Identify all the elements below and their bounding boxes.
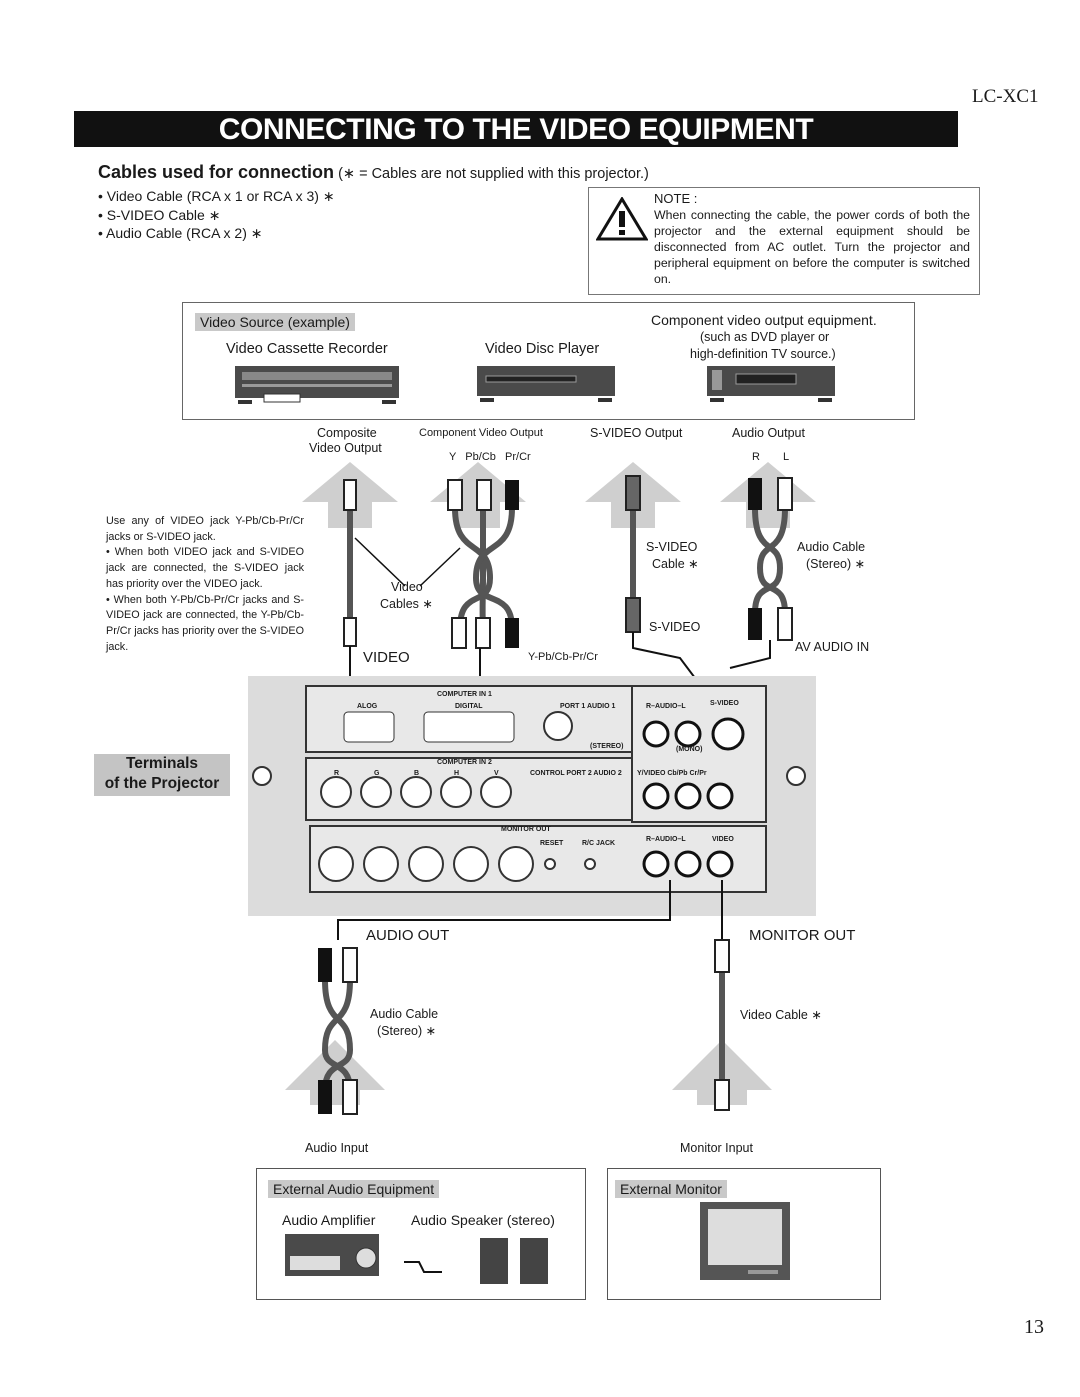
page-title: CONNECTING TO THE VIDEO EQUIPMENT xyxy=(74,111,958,147)
vcr-image xyxy=(235,366,399,404)
composite-output-label-1: Composite xyxy=(317,426,377,440)
page-number: 13 xyxy=(1024,1316,1044,1338)
component-note-1: (such as DVD player or xyxy=(700,330,830,344)
audio-rl-label: R–AUDIO–L xyxy=(646,703,686,710)
digital-label: DIGITAL xyxy=(455,703,483,710)
svideo-cable-label-2: Cable ∗ xyxy=(652,557,699,571)
warning-icon xyxy=(596,197,648,241)
audio-r-label: R xyxy=(752,451,760,463)
video-cables-label-1: Video xyxy=(391,580,423,594)
note-text: When connecting the cable, the power cor… xyxy=(654,208,970,286)
video-cable-bottom-label: Video Cable ∗ xyxy=(740,1008,822,1022)
audio-l-label: L xyxy=(783,451,790,463)
upper-cables xyxy=(343,475,793,698)
external-monitor-heading: External Monitor xyxy=(615,1180,727,1198)
side-note-bullet: • When both Y-Pb/Cb-Pr/Cr jacks and S-VI… xyxy=(106,593,304,653)
svideo-jack-label: S-VIDEO xyxy=(710,700,739,707)
cable-item: • Audio Cable (RCA x 2) ∗ xyxy=(98,225,263,241)
lower-cables xyxy=(285,880,772,1115)
audio-input-label: Audio Input xyxy=(305,1141,369,1155)
model-number: LC-XC1 xyxy=(972,86,1039,107)
stereo-label: (STEREO) xyxy=(590,743,624,750)
audio-cable-bottom-label-2: (Stereo) ∗ xyxy=(377,1024,437,1038)
svideo-cable-label-1: S-VIDEO xyxy=(646,540,698,554)
cable-item: • Video Cable (RCA x 1 or RCA x 3) ∗ xyxy=(98,188,335,204)
video-cables-label-2: Cables ∗ xyxy=(380,597,433,611)
audio-out-label: AUDIO OUT xyxy=(366,927,450,944)
audio-cable-label-1: Audio Cable xyxy=(797,540,866,554)
ypbpr-label: Y-Pb/Cb-Pr/Cr xyxy=(528,651,598,663)
side-note-bullet: • When both VIDEO jack and S-VIDEO jack … xyxy=(106,546,304,590)
note-title: NOTE : xyxy=(654,191,698,206)
rgbhv-v: V xyxy=(494,770,499,777)
cable-item: • S-VIDEO Cable ∗ xyxy=(98,206,221,223)
audio-output-label: Audio Output xyxy=(732,426,805,440)
component-equipment-image xyxy=(707,366,835,402)
computer-in-2-label: COMPUTER IN 2 xyxy=(437,759,492,766)
side-note-intro: Use any of VIDEO jack Y-Pb/Cb-Pr/Cr jack… xyxy=(106,515,304,543)
rc-jack-label: R/C JACK xyxy=(582,840,616,847)
control-port-2-label: CONTROL PORT 2 AUDIO 2 xyxy=(530,770,622,777)
monitor-input-label: Monitor Input xyxy=(680,1141,753,1155)
audio-cable-bottom-label-1: Audio Cable xyxy=(370,1007,439,1021)
disc-player-image xyxy=(477,366,615,402)
vcr-label: Video Cassette Recorder xyxy=(226,341,388,357)
external-monitor-box xyxy=(607,1168,881,1300)
component-jacks-label: Y Pb/Cb Pr/Cr xyxy=(449,451,531,463)
cables-heading: Cables used for connection (∗ = Cables a… xyxy=(98,162,649,183)
component-output-label: Component Video Output xyxy=(419,427,543,439)
rgbhv-b: B xyxy=(414,770,420,777)
yvideo-label: Y/VIDEO Cb/Pb Cr/Pr xyxy=(637,770,707,777)
audio-equipment-image xyxy=(285,1234,548,1284)
note-box xyxy=(588,187,980,295)
composite-output-label-2: Video Output xyxy=(309,441,382,455)
video-label: VIDEO xyxy=(363,649,410,666)
port1-label: PORT 1 AUDIO 1 xyxy=(560,703,616,710)
monitor-image xyxy=(700,1202,790,1280)
video-out-jack-label: VIDEO xyxy=(712,836,734,843)
side-note: Use any of VIDEO jack Y-Pb/Cb-Pr/Cr jack… xyxy=(106,514,304,655)
external-audio-heading: External Audio Equipment xyxy=(268,1180,440,1198)
computer-in-1-label: COMPUTER IN 1 xyxy=(437,691,492,698)
audio-cable-label-2: (Stereo) ∗ xyxy=(806,557,866,571)
terminals-label-1: Terminals xyxy=(125,755,199,772)
terminals-label: Terminals of the Projector xyxy=(94,754,230,796)
rgbhv-h: H xyxy=(454,770,460,777)
rgbhv-r: R xyxy=(334,770,340,777)
audio-rl-2-label: R–AUDIO–L xyxy=(646,836,686,843)
video-source-box xyxy=(182,302,915,420)
cables-heading-text: Cables used for connection xyxy=(98,162,335,182)
monitor-out-panel-label: MONITOR OUT xyxy=(501,826,551,833)
disc-player-label: Video Disc Player xyxy=(485,341,600,357)
external-audio-box xyxy=(256,1168,586,1300)
mono-label: (MONO) xyxy=(676,746,703,753)
rgbhv-g: G xyxy=(374,770,380,777)
analog-label: ALOG xyxy=(357,703,378,710)
audio-speaker-label: Audio Speaker (stereo) xyxy=(411,1212,555,1228)
terminals-label-2: of the Projector xyxy=(104,775,220,792)
svideo-output-label: S-VIDEO Output xyxy=(590,426,683,440)
video-source-heading: Video Source (example) xyxy=(195,313,355,331)
terminal-panel-drawing xyxy=(252,685,806,893)
component-note-2: high-definition TV source.) xyxy=(690,347,836,361)
component-equipment-label: Component video output equipment. xyxy=(651,312,877,328)
cable-list: • Video Cable (RCA x 1 or RCA x 3) ∗ • S… xyxy=(98,187,335,243)
cables-heading-note: (∗ = Cables are not supplied with this p… xyxy=(338,166,649,182)
monitor-out-label: MONITOR OUT xyxy=(749,927,856,944)
av-audio-in-label: AV AUDIO IN xyxy=(795,640,870,654)
reset-label: RESET xyxy=(540,840,564,847)
svideo-plug-label: S-VIDEO xyxy=(649,620,701,634)
audio-amplifier-label: Audio Amplifier xyxy=(282,1212,376,1228)
